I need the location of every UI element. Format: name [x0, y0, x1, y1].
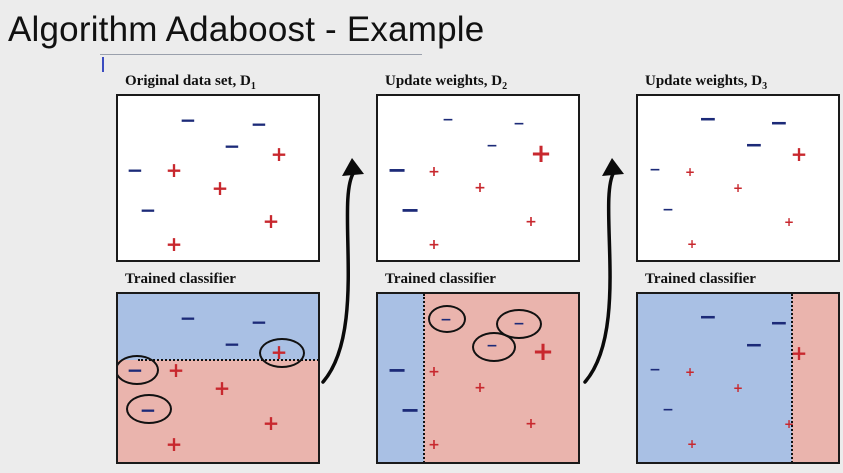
positive-sample: + — [732, 181, 744, 195]
negative-sample: − — [126, 158, 144, 182]
panel-3-top-label-var: D — [751, 73, 763, 89]
negative-sample: − — [649, 362, 661, 378]
positive-region — [792, 294, 838, 462]
positive-sample: + — [686, 437, 698, 451]
positive-sample: + — [474, 380, 486, 396]
negative-sample: − — [386, 156, 408, 184]
misclassified-ring — [472, 332, 516, 362]
negative-region — [638, 294, 792, 462]
panel-1-top-label-var: D — [240, 73, 251, 89]
positive-sample: + — [684, 365, 696, 379]
positive-sample: + — [167, 358, 185, 382]
positive-sample: + — [783, 215, 795, 229]
positive-sample: + — [790, 341, 808, 365]
panel-1-top-label-text: Original data set, — [125, 73, 237, 89]
positive-sample: + — [428, 237, 440, 253]
panel-2-top-label-text: Update weights, — [385, 73, 488, 89]
negative-sample: − — [399, 396, 421, 424]
positive-sample: + — [165, 232, 183, 256]
negative-sample: − — [513, 116, 525, 132]
panel-1-top-label-sub: 1 — [250, 81, 256, 92]
positive-sample: + — [474, 180, 486, 196]
positive-sample: + — [790, 142, 808, 166]
negative-sample: − — [744, 133, 764, 158]
positive-sample: + — [525, 416, 537, 432]
positive-sample: + — [428, 364, 440, 380]
negative-sample: − — [179, 306, 197, 330]
panel-1-classifier: − − − + − + + − + + — [116, 292, 320, 464]
positive-sample: + — [165, 158, 183, 182]
panel-3-data-set: − − − + − + + − + + — [636, 94, 840, 262]
positive-sample: + — [783, 417, 795, 431]
flow-arrow-1 — [321, 170, 356, 384]
arrowhead-icon — [602, 158, 624, 176]
panel-2-top-label-sub: 2 — [502, 81, 508, 92]
negative-sample: − — [442, 112, 454, 128]
panel-2-bottom-label: Trained classifier — [385, 271, 496, 287]
positive-sample: + — [165, 432, 183, 456]
positive-sample: + — [428, 437, 440, 453]
decision-boundary — [138, 359, 318, 361]
negative-sample: − — [698, 305, 718, 330]
positive-sample: + — [525, 214, 537, 230]
panel-2-top-label-var: D — [491, 73, 503, 89]
panel-3-top-label-sub: 3 — [762, 81, 768, 92]
positive-sample: + — [262, 411, 280, 435]
positive-sample: + — [532, 337, 554, 367]
negative-sample: − — [250, 112, 268, 136]
negative-sample: − — [250, 310, 268, 334]
negative-region — [378, 294, 424, 462]
slide-title: Algorithm Adaboost - Example — [8, 10, 485, 49]
negative-sample: − — [769, 311, 789, 336]
positive-sample: + — [213, 376, 231, 400]
negative-sample: − — [744, 333, 764, 358]
negative-sample: − — [179, 108, 197, 132]
negative-sample: − — [662, 202, 674, 218]
negative-sample: − — [698, 107, 718, 132]
negative-sample: − — [399, 196, 421, 224]
negative-sample: − — [662, 402, 674, 418]
panel-2-classifier: − − − + − + + − + + — [376, 292, 580, 464]
positive-sample: + — [530, 139, 552, 169]
panel-3-top-label: Update weights, D3 — [645, 73, 767, 92]
panel-3-classifier: − − − + − + + − + + — [636, 292, 840, 464]
positive-sample: + — [211, 176, 229, 200]
misclassified-ring — [428, 305, 466, 333]
panel-3-top-label-text: Update weights, — [645, 73, 748, 89]
decision-boundary — [423, 294, 425, 462]
positive-sample: + — [686, 237, 698, 251]
panel-2-data-set: − − − + − + + − + + — [376, 94, 580, 262]
flow-arrow-2 — [583, 170, 616, 384]
negative-sample: − — [223, 332, 241, 356]
panel-1-bottom-label: Trained classifier — [125, 271, 236, 287]
panel-1-top-label: Original data set, D1 — [125, 73, 256, 92]
negative-sample: − — [139, 198, 157, 222]
negative-sample: − — [223, 134, 241, 158]
text-cursor — [102, 57, 104, 72]
title-underline — [100, 54, 422, 55]
negative-sample: − — [769, 111, 789, 136]
decision-boundary — [791, 294, 793, 462]
misclassified-ring — [259, 338, 305, 368]
arrowhead-icon — [342, 158, 364, 176]
positive-sample: + — [684, 165, 696, 179]
misclassified-ring — [118, 355, 159, 385]
negative-sample: − — [386, 356, 408, 384]
positive-sample: + — [428, 164, 440, 180]
positive-sample: + — [732, 381, 744, 395]
positive-sample: + — [262, 209, 280, 233]
negative-sample: − — [649, 162, 661, 178]
positive-sample: + — [270, 142, 288, 166]
panel-2-top-label: Update weights, D2 — [385, 73, 507, 92]
misclassified-ring — [126, 394, 172, 424]
panel-1-data-set: − − − + − + + − + + — [116, 94, 320, 262]
misclassified-ring — [496, 309, 542, 339]
negative-sample: − — [486, 138, 498, 154]
panel-3-bottom-label: Trained classifier — [645, 271, 756, 287]
